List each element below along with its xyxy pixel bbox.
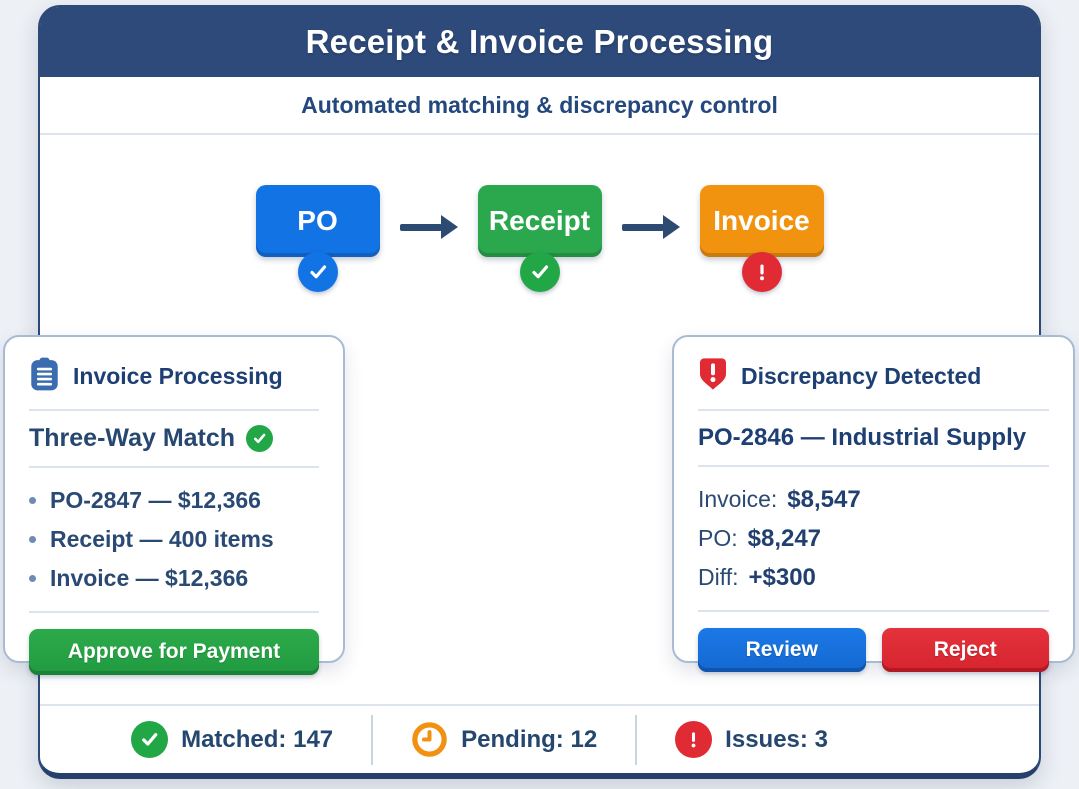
stat-pending: Pending: 12 <box>411 721 597 758</box>
po-amount-row: PO:$8,247 <box>698 525 822 552</box>
stat-pending-label: Pending: <box>461 725 564 753</box>
flow-step-receipt: Receipt <box>477 185 602 292</box>
invoice-processing-card: Invoice Processing Three-Way Match PO-28… <box>3 335 345 675</box>
list-item: Receipt — 400 items <box>29 520 319 559</box>
stat-issues: Issues: 3 <box>675 721 828 758</box>
subtitle-bar: Automated matching & discrepancy control <box>40 77 1039 135</box>
header: Receipt & Invoice Processing <box>40 7 1039 77</box>
po-subject: PO-2846 — Industrial Supply <box>698 424 1027 451</box>
invoice-box: Invoice <box>699 185 824 257</box>
diff-amount-row: Diff:+$300 <box>698 564 816 591</box>
divider <box>698 465 1049 467</box>
check-circle-icon <box>297 252 338 292</box>
flow-diagram: PO Receipt Invoice <box>40 185 1039 292</box>
document-icon <box>29 357 60 396</box>
arrow-right-icon <box>399 215 458 239</box>
card-title: Invoice Processing <box>73 363 283 389</box>
stat-matched-value: 147 <box>293 725 334 753</box>
po-box: PO <box>255 185 380 257</box>
receipt-box-label: Receipt <box>488 205 591 236</box>
match-label: Three-Way Match <box>29 424 236 452</box>
divider <box>698 409 1049 411</box>
card-title: Discrepancy Detected <box>741 363 982 389</box>
stat-matched: Matched: 147 <box>131 721 333 758</box>
clock-icon <box>411 721 449 758</box>
flow-step-invoice: Invoice <box>699 185 824 292</box>
divider <box>29 611 319 613</box>
stat-issues-label: Issues: <box>725 725 808 753</box>
stat-issues-value: 3 <box>814 725 828 753</box>
match-items-list: PO-2847 — $12,366 Receipt — 400 items In… <box>29 481 319 598</box>
flow-step-po: PO <box>255 185 380 292</box>
subtitle: Automated matching & discrepancy control <box>301 91 778 118</box>
review-button[interactable]: Review <box>698 628 866 672</box>
stat-matched-label: Matched: <box>181 725 287 753</box>
stat-pending-value: 12 <box>570 725 598 753</box>
check-circle-icon <box>131 721 169 758</box>
po-box-label: PO <box>297 205 338 236</box>
receipt-box: Receipt <box>477 185 602 257</box>
check-circle-icon <box>519 252 560 292</box>
discrepancy-card: Discrepancy Detected PO-2846 — Industria… <box>672 335 1075 672</box>
check-circle-icon <box>246 425 274 452</box>
divider <box>635 714 638 765</box>
divider <box>698 610 1049 612</box>
approve-for-payment-button[interactable]: Approve for Payment <box>29 629 319 675</box>
invoice-amount-row: Invoice:$8,547 <box>698 486 861 513</box>
divider <box>29 466 319 468</box>
arrow-right-icon <box>621 215 680 239</box>
page-title: Receipt & Invoice Processing <box>305 23 774 60</box>
alert-circle-icon <box>675 721 713 758</box>
alert-circle-icon <box>741 252 782 292</box>
divider <box>29 409 319 411</box>
reject-button[interactable]: Reject <box>881 628 1049 672</box>
list-item: PO-2847 — $12,366 <box>29 481 319 520</box>
shield-alert-icon <box>698 357 728 396</box>
footer-status-bar: Matched: 147 Pending: 12 Issues: 3 <box>40 704 1039 773</box>
list-item: Invoice — $12,366 <box>29 559 319 598</box>
invoice-box-label: Invoice <box>713 205 810 236</box>
amount-rows: Invoice:$8,547 PO:$8,247 Diff:+$300 <box>698 480 1049 597</box>
divider <box>371 714 374 765</box>
